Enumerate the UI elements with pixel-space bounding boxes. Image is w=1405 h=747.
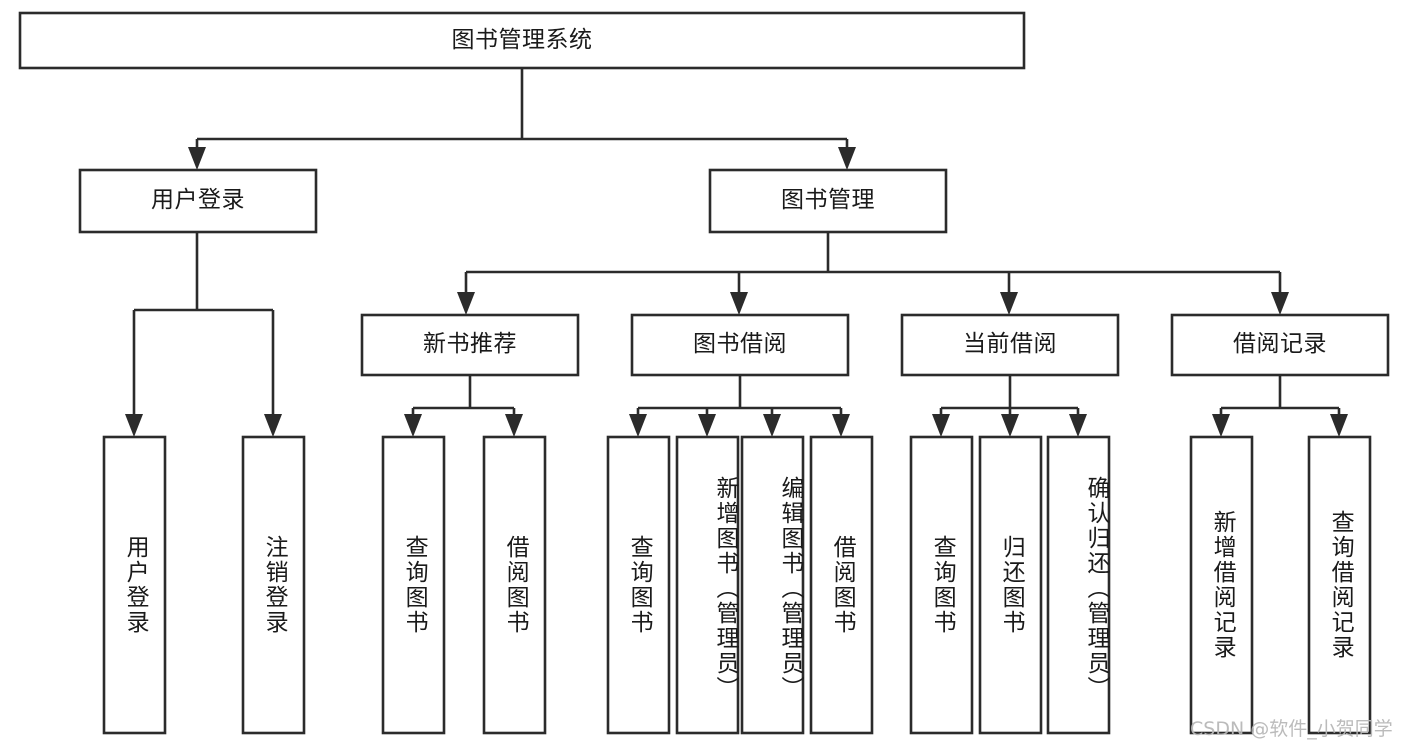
connector-currentborrow-to-leaves [932,375,1087,437]
leaf-box-current-borrow-1[interactable] [978,435,1043,735]
connector-newbook-to-leaves [404,375,523,437]
node-root-box[interactable] [18,11,1026,70]
node-book-borrow-box[interactable] [630,313,850,377]
node-user-login-box[interactable] [78,168,318,234]
leaf-box-book-borrow-2[interactable] [740,435,805,735]
node-current-borrow-box[interactable] [900,313,1120,377]
node-borrow-record-box[interactable] [1170,313,1390,377]
leaf-box-current-borrow-0[interactable] [909,435,974,735]
leaf-box-new-book-0[interactable] [381,435,446,735]
leaf-box-new-book-1[interactable] [482,435,547,735]
leaf-box-book-borrow-3[interactable] [809,435,874,735]
connector-root-to-level2 [188,68,856,170]
leaf-box-book-borrow-0[interactable] [606,435,671,735]
leaf-box-borrow-record-1[interactable] [1307,435,1372,735]
node-new-book-rec-box[interactable] [360,313,580,377]
leaf-box-book-borrow-1[interactable] [675,435,740,735]
connector-borrowrecord-to-leaves [1212,375,1348,437]
leaf-box-user-login-0[interactable] [102,435,167,735]
connector-bookborrow-to-leaves [629,375,850,437]
connector-userlogin-to-leaves [125,232,282,437]
connector-bookmgmt-to-level3 [457,232,1289,315]
leaf-box-user-login-1[interactable] [241,435,306,735]
leaf-box-borrow-record-0[interactable] [1189,435,1254,735]
node-book-management-box[interactable] [708,168,948,234]
leaf-box-current-borrow-2[interactable] [1046,435,1111,735]
csdn-watermark: CSDN @软件_小贺同学 [1190,718,1393,740]
